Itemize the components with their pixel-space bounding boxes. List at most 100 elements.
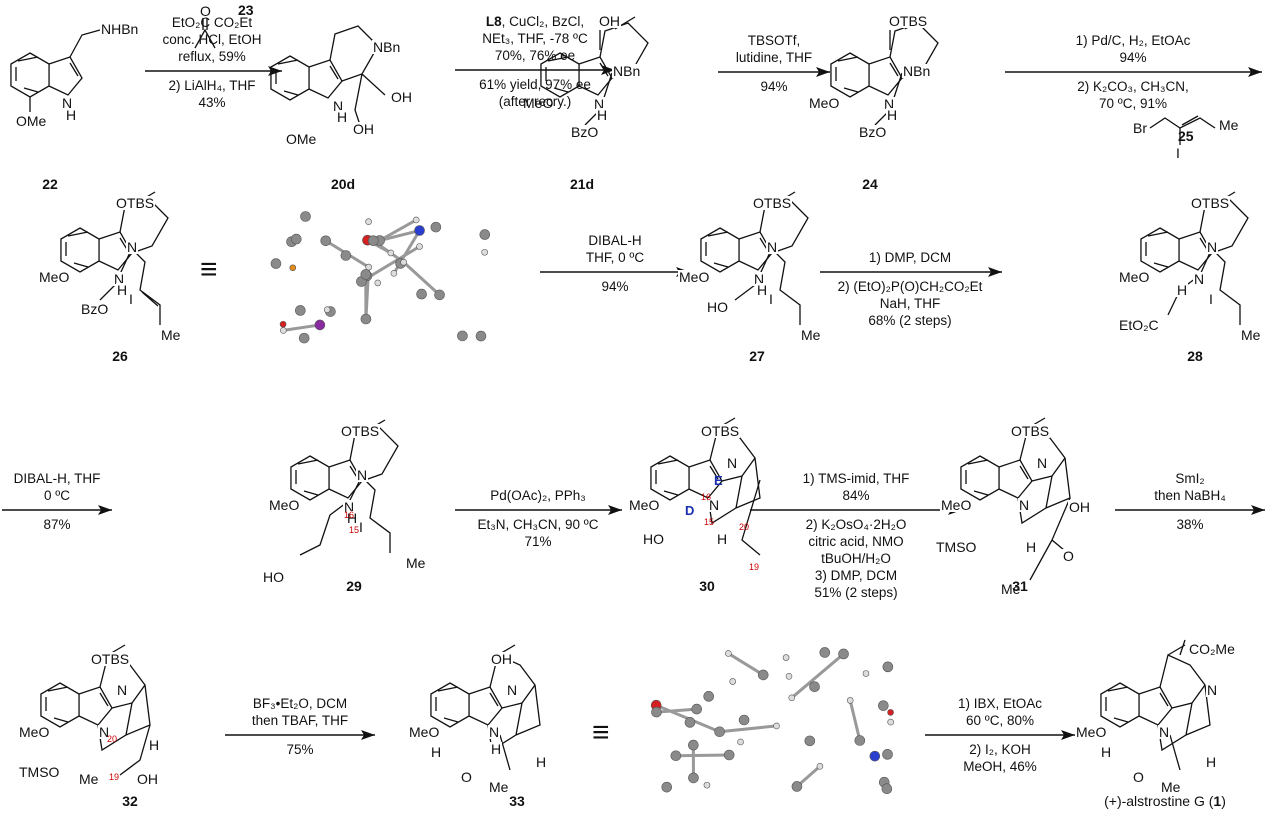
atom-label-30: N: [708, 497, 721, 513]
atom-label-30: E: [714, 473, 723, 488]
atom-label-28: N: [1206, 239, 1219, 255]
reagents-below-3: 94%: [760, 78, 787, 95]
reagent-line: 94%: [601, 279, 629, 294]
atom-label-27: MeO: [678, 269, 711, 285]
compound-number-26: 26: [112, 348, 128, 364]
atom-label-21d: N: [593, 96, 606, 112]
atom-label-30: OTBS: [700, 423, 741, 439]
atom-label-26: MeO: [38, 269, 71, 285]
atom-label-21d: BzO: [570, 124, 600, 140]
indole-core: [60, 227, 133, 273]
atom-label-27: I: [768, 291, 774, 307]
compound-number-27: 27: [749, 348, 765, 364]
indole-core: [960, 455, 1033, 501]
atom-label-22: NHBn: [100, 21, 140, 37]
atom-label-26: BzO: [80, 301, 110, 317]
atom-label-33: O: [460, 769, 473, 785]
atom-label-29: Me: [405, 555, 427, 571]
atom-label-24: N: [883, 96, 896, 112]
atom-label-32: MeO: [18, 724, 51, 740]
atom-label-27: N: [753, 271, 766, 287]
reagent-line: 1) IBX, EtOAc: [957, 696, 1043, 711]
product-name-part: (+)-alstrostine G (: [1104, 793, 1214, 809]
reagents-above-3: TBSOTf, lutidine, THF: [736, 32, 812, 66]
compound-number-28: 28: [1187, 348, 1203, 364]
atom-label-33: MeO: [408, 724, 441, 740]
product-name-part: ): [1221, 793, 1226, 809]
reagent-line: (after recry.): [498, 94, 572, 109]
arrowhead: [601, 65, 615, 75]
reagent-line: EtO₂C CO₂Et: [171, 15, 253, 30]
atom-label-1: H: [1100, 744, 1113, 760]
atom-label-32: N: [98, 724, 111, 740]
atom-label-28: N: [1193, 271, 1206, 287]
atom-label-24: NBn: [902, 63, 932, 79]
atom-label-24: MeO: [808, 95, 841, 111]
reagent-line: 43%: [198, 95, 226, 110]
arrowhead: [1248, 67, 1262, 77]
atom-label-1: O: [1132, 769, 1145, 785]
atom-label-20d: OMe: [285, 131, 318, 147]
arrowhead: [361, 730, 375, 740]
atom-label-1: Me: [1160, 779, 1182, 795]
atom-label-29: 16: [344, 510, 355, 520]
atom-label-21d: NBn: [612, 63, 642, 79]
atom-label-27: H: [756, 282, 769, 298]
atom-label-26: N: [113, 271, 126, 287]
atom-label-22: OMe: [15, 113, 48, 129]
compound-number-24: 24: [862, 176, 878, 192]
compound-number-23: 23: [238, 2, 254, 18]
reagent-line: TBSOTf,: [747, 33, 801, 48]
crystal-structure-33: [650, 647, 894, 795]
atom-label-28: OTBS: [1190, 195, 1231, 211]
atom-label-27: HO: [706, 299, 729, 315]
atom-label-33: OH: [490, 651, 513, 667]
atom-label-30: HO: [642, 531, 665, 547]
atom-label-28: I: [1208, 291, 1214, 307]
bond: [499, 734, 511, 771]
bond: [741, 479, 761, 556]
atom-label-29: N: [356, 467, 369, 483]
indole-core: [830, 52, 903, 98]
atom-label-30: N: [726, 455, 739, 471]
atom-label-27: OTBS: [752, 195, 793, 211]
reagent-line: 87%: [43, 517, 71, 532]
atom-label-24: H: [886, 107, 899, 123]
atom-label-32: OTBS: [90, 651, 131, 667]
reagents-below-7: 87%: [43, 516, 70, 533]
atom-label-29: MeO: [268, 497, 301, 513]
reagent-line: 2) (EtO)₂P(O)CH₂CO₂Et: [837, 279, 983, 294]
atom-label-28: EtO₂C: [1118, 317, 1160, 333]
reagent-line: NEt₃, THF, -78 ºC: [482, 31, 588, 46]
reagent-line: 51% (2 steps): [814, 585, 898, 600]
atom-label-31: OTBS: [1010, 423, 1051, 439]
atom-label-33: H: [535, 754, 548, 770]
atom-label-21d: H: [596, 107, 609, 123]
reagent-line: 68% (2 steps): [868, 313, 952, 328]
compound-number-25: 25: [1178, 128, 1194, 144]
atom-label-1: CO₂Me: [1188, 641, 1236, 657]
reagent-line: lutidine, THF: [735, 50, 813, 65]
atom-label-29: N: [343, 499, 356, 515]
atom-label-20d: H: [336, 109, 349, 125]
atom-label-31: Me: [1000, 581, 1022, 597]
atom-label-30: H: [716, 531, 729, 547]
indole-core: [700, 227, 773, 273]
reagent-line: 2) K₂CO₃, CH₃CN,: [1077, 79, 1189, 94]
atom-label-20d: N: [332, 98, 345, 114]
atom-label-1: MeO: [1075, 724, 1108, 740]
atom-label-29: I: [358, 519, 364, 535]
bond: [29, 29, 101, 112]
atom-label-31: O: [1062, 548, 1075, 564]
atom-label-31: N: [1036, 455, 1049, 471]
piperidine-ring: [329, 25, 379, 82]
